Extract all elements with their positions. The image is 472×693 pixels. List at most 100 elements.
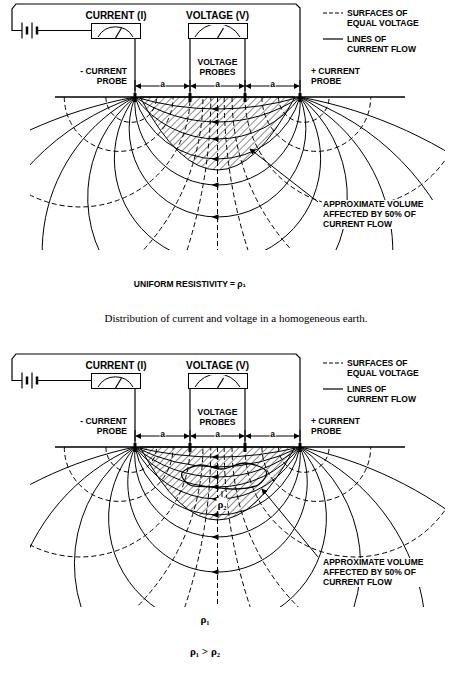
annotation: a [159,430,166,440]
equipotential [217,447,218,607]
current-line [114,97,320,250]
wire [244,39,245,94]
low-resistivity-body [182,463,267,489]
meter-needle [115,378,121,388]
annotation: UNIFORM RESISTIVITY = ρ₁ [133,280,247,290]
annotation: VOLTAGE PROBES [192,58,244,78]
current-line [109,447,327,607]
annotation: a [159,80,166,90]
equipotential [30,97,203,250]
annotation: a [269,430,276,440]
legend-sample [322,358,344,368]
equipotential [245,447,445,557]
annotation: VOLTAGE PROBES [192,408,244,428]
probe [134,443,137,452]
equipotential [217,97,218,250]
probe [189,443,192,452]
meter: CURRENT (I) [83,10,148,39]
equipotential [278,97,329,122]
meter: CURRENT (I) [83,360,148,389]
battery-symbol [31,373,32,389]
earth-section [0,430,472,693]
leader-line [250,149,318,202]
probe [244,93,247,102]
equipotential [224,97,445,250]
legend-entry: LINES OF CURRENT FLOW [322,34,427,54]
battery-symbol [36,377,39,385]
annotation: + CURRENT PROBE [310,417,376,437]
leader-line [262,489,318,557]
annotation: + CURRENT PROBE [310,67,376,87]
equipotential [30,447,203,607]
equipotential [278,447,329,472]
ground-surface [55,96,405,98]
battery-symbol [36,27,39,35]
wire [12,4,300,93]
current-line [88,97,348,250]
caption: Distribution of current and voltage in a… [104,312,367,324]
equipotential [262,447,371,501]
probe [244,443,247,452]
equipotential [30,97,190,207]
wire [37,380,91,381]
resistivity-label: ρ₂ [216,498,227,511]
legend-text: LINES OF CURRENT FLOW [347,384,427,404]
legend-text: LINES OF CURRENT FLOW [347,34,427,54]
equipotential [245,97,445,207]
legend-text: SURFACES OF EQUAL VOLTAGE [347,8,427,28]
equipotential [232,97,445,250]
wire [37,30,91,31]
legend-text: SURFACES OF EQUAL VOLTAGE [347,358,427,378]
legend-entry: LINES OF CURRENT FLOW [322,384,427,404]
wire [134,389,135,444]
meter-needle [217,378,223,388]
wire [134,39,135,94]
meter-needle [217,28,223,38]
annotation: a [269,80,276,90]
meter-face [91,373,141,389]
current-line [74,447,360,607]
battery-symbol [26,377,29,385]
legend-sample [322,8,344,18]
annotation: APPROXIMATE VOLUME AFFECTED BY 50% OF CU… [322,558,452,587]
wire [189,389,190,444]
wiring [12,4,300,443]
meter-label: VOLTAGE (V) [184,10,251,22]
annotation: - CURRENT PROBE [62,417,128,437]
probe [299,443,302,452]
wire [189,39,190,94]
leader-line [222,491,223,497]
battery-symbol [21,23,22,39]
meter-face [188,23,248,39]
legend-entry: SURFACES OF EQUAL VOLTAGE [322,358,427,378]
equipotential [106,447,157,472]
ground-surface [55,446,405,448]
meter-face [188,373,248,389]
meter: VOLTAGE (V) [184,360,251,389]
resistivity-label: ρ₁ [199,613,210,626]
equipotential [64,97,173,151]
legend-sample [322,384,344,394]
wire [244,389,245,444]
probe [299,93,302,102]
equipotential [30,447,190,557]
battery-symbol [31,23,32,39]
resistivity-label: ρ₁ > ρ₂ [189,645,221,658]
battery-symbol [21,373,22,389]
equipotential [106,97,157,122]
meter-face [91,23,141,39]
meter-scale [98,376,133,386]
wire [12,354,300,443]
current-line [30,97,445,250]
annotation: a [214,80,221,90]
legend-entry: SURFACES OF EQUAL VOLTAGE [322,8,427,28]
meter-scale [195,375,240,387]
equipotential [224,447,445,607]
meter-label: CURRENT (I) [83,10,148,22]
meter-label: VOLTAGE (V) [184,360,251,372]
equipotential [30,97,211,250]
annotation: - CURRENT PROBE [62,67,128,87]
legend-sample [322,34,344,44]
probe [189,93,192,102]
